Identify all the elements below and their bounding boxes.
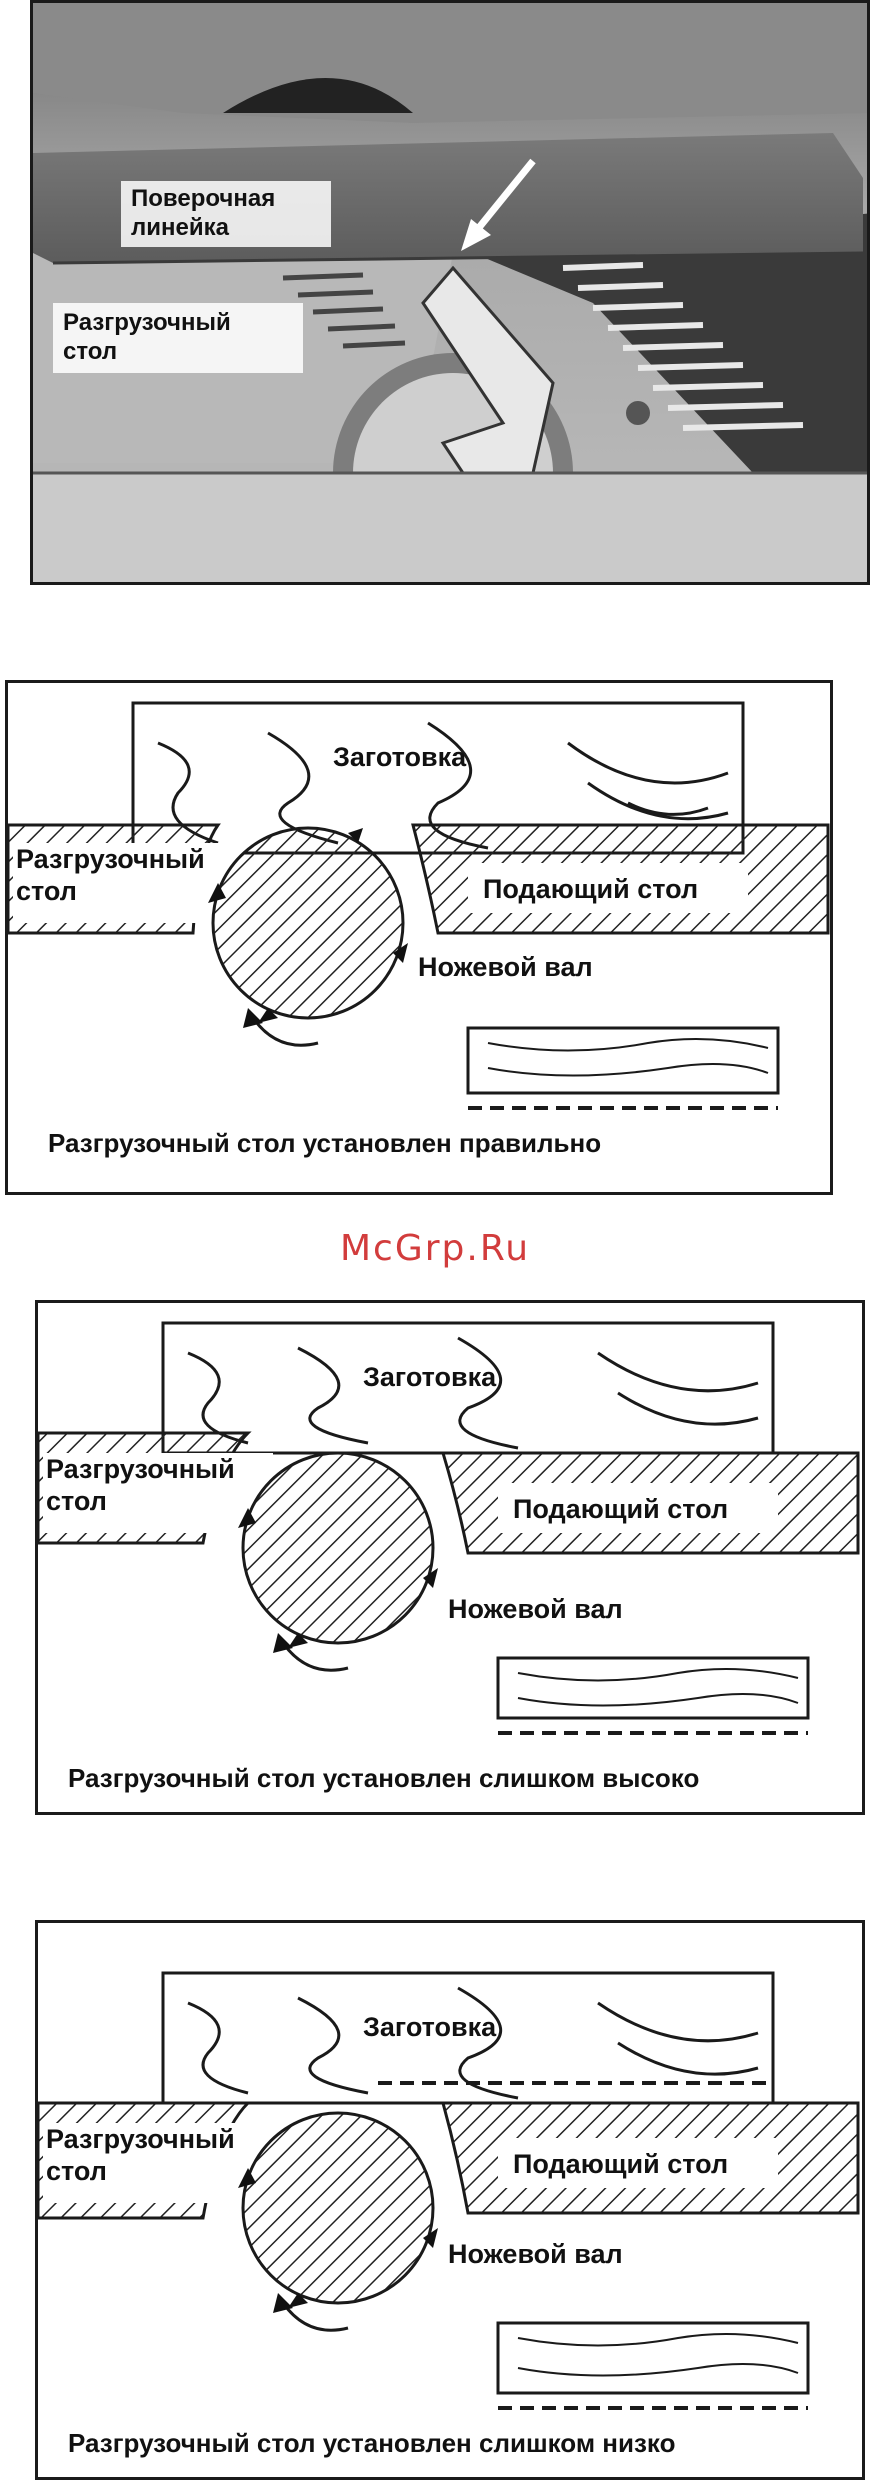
jointer-photo-illustration: [33, 3, 867, 582]
watermark: McGrp.Ru: [340, 1228, 531, 1269]
cutterhead-label: Ножевой вал: [448, 1594, 623, 1624]
diagram-caption: Разгрузочный стол установлен слишком выс…: [68, 1763, 700, 1793]
outfeed-table-label-line-1: Разгрузочный: [16, 844, 205, 874]
outfeed-table-label-line-2: стол: [46, 1486, 107, 1516]
outfeed-table-label: Разгрузочный стол: [46, 1453, 235, 1517]
jointer-photo: Поверочная линейка Разгрузочный стол: [30, 0, 870, 585]
outfeed-table-label: Разгрузочный стол: [46, 2123, 235, 2187]
ruler-label: Поверочная линейка: [131, 184, 275, 242]
workpiece-label: Заготовка: [363, 1362, 497, 1392]
ruler-label-line-2: линейка: [131, 214, 229, 241]
outfeed-table-label-line-1: Разгрузочный: [46, 2124, 235, 2154]
outfeed-table-label: Разгрузочный стол: [16, 843, 205, 907]
diagram-too-high-drawing: [38, 1321, 860, 1735]
infeed-table-label: Подающий стол: [513, 1494, 729, 1524]
diagram-too-high: Заготовка Разгрузочный стол Подающий сто…: [35, 1300, 865, 1815]
outfeed-label: Разгрузочный стол: [63, 308, 231, 366]
diagram-too-low-drawing: [38, 1971, 860, 2410]
diagram-caption: Разгрузочный стол установлен правильно: [48, 1128, 602, 1158]
diagram-correct: Заготовка Разгрузочный стол Подающий сто…: [5, 680, 833, 1195]
outfeed-table-label-line-2: стол: [46, 2156, 107, 2186]
workpiece-label: Заготовка: [333, 742, 467, 772]
infeed-table-label: Подающий стол: [483, 874, 699, 904]
cutterhead-label: Ножевой вал: [418, 952, 593, 982]
diagram-too-low: Заготовка Разгрузочный стол Подающий сто…: [35, 1920, 865, 2480]
outfeed-table-label-line-2: стол: [16, 876, 77, 906]
diagram-correct-drawing: [8, 701, 830, 1110]
workpiece-label: Заготовка: [363, 2012, 497, 2042]
ruler-label-line-1: Поверочная: [131, 185, 276, 212]
outfeed-table-label-line-1: Разгрузочный: [46, 1454, 235, 1484]
outfeed-label-line-2: стол: [63, 338, 118, 365]
cutterhead-label: Ножевой вал: [448, 2239, 623, 2269]
outfeed-label-line-1: Разгрузочный: [63, 309, 231, 336]
infeed-table-label: Подающий стол: [513, 2149, 729, 2179]
diagram-caption: Разгрузочный стол установлен слишком низ…: [68, 2428, 676, 2458]
